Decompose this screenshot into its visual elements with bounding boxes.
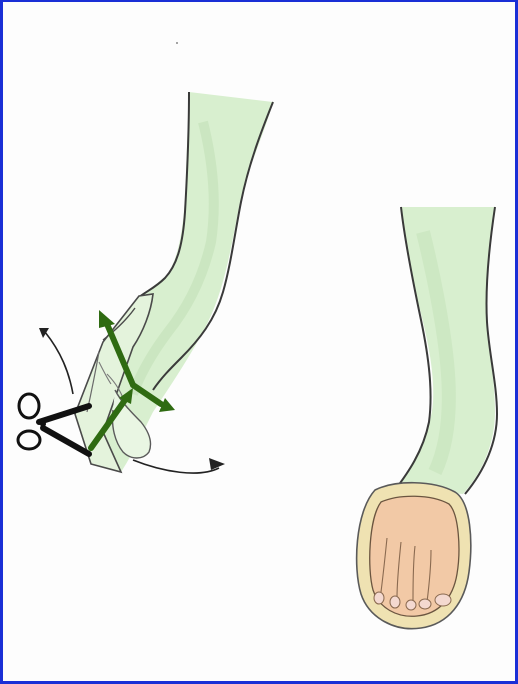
- toenail-3: [406, 600, 416, 610]
- toenail-4: [419, 599, 431, 609]
- toenail-2: [390, 596, 400, 608]
- toenail-big: [435, 594, 451, 606]
- paper-speck: [176, 42, 178, 44]
- right-leg-cast: [357, 207, 497, 629]
- cast-removal-illustration: [3, 2, 515, 681]
- toenail-1: [374, 592, 384, 604]
- left-leg-cast: [75, 92, 273, 472]
